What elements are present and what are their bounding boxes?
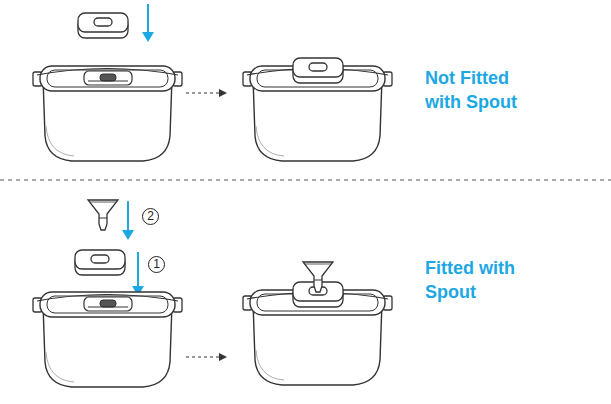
caption-label: Fitted with Spout: [425, 256, 540, 304]
dashed-arrow: [186, 89, 227, 97]
lid-part: [78, 13, 128, 38]
exploded-container: [33, 292, 182, 387]
exploded-container: [33, 66, 182, 161]
dashed-arrow: [186, 353, 227, 361]
lid-part: [75, 250, 125, 275]
caption-label: Not Fitted with Spout: [425, 66, 540, 114]
callout-number: 2: [142, 208, 159, 225]
down-arrow: [122, 201, 144, 296]
spout-part: [88, 200, 118, 230]
assembled-container: [243, 58, 392, 161]
separator-line: [0, 180, 611, 181]
callout-number: 1: [148, 256, 165, 273]
down-arrow: [142, 4, 154, 42]
assembled-container: [243, 262, 392, 385]
